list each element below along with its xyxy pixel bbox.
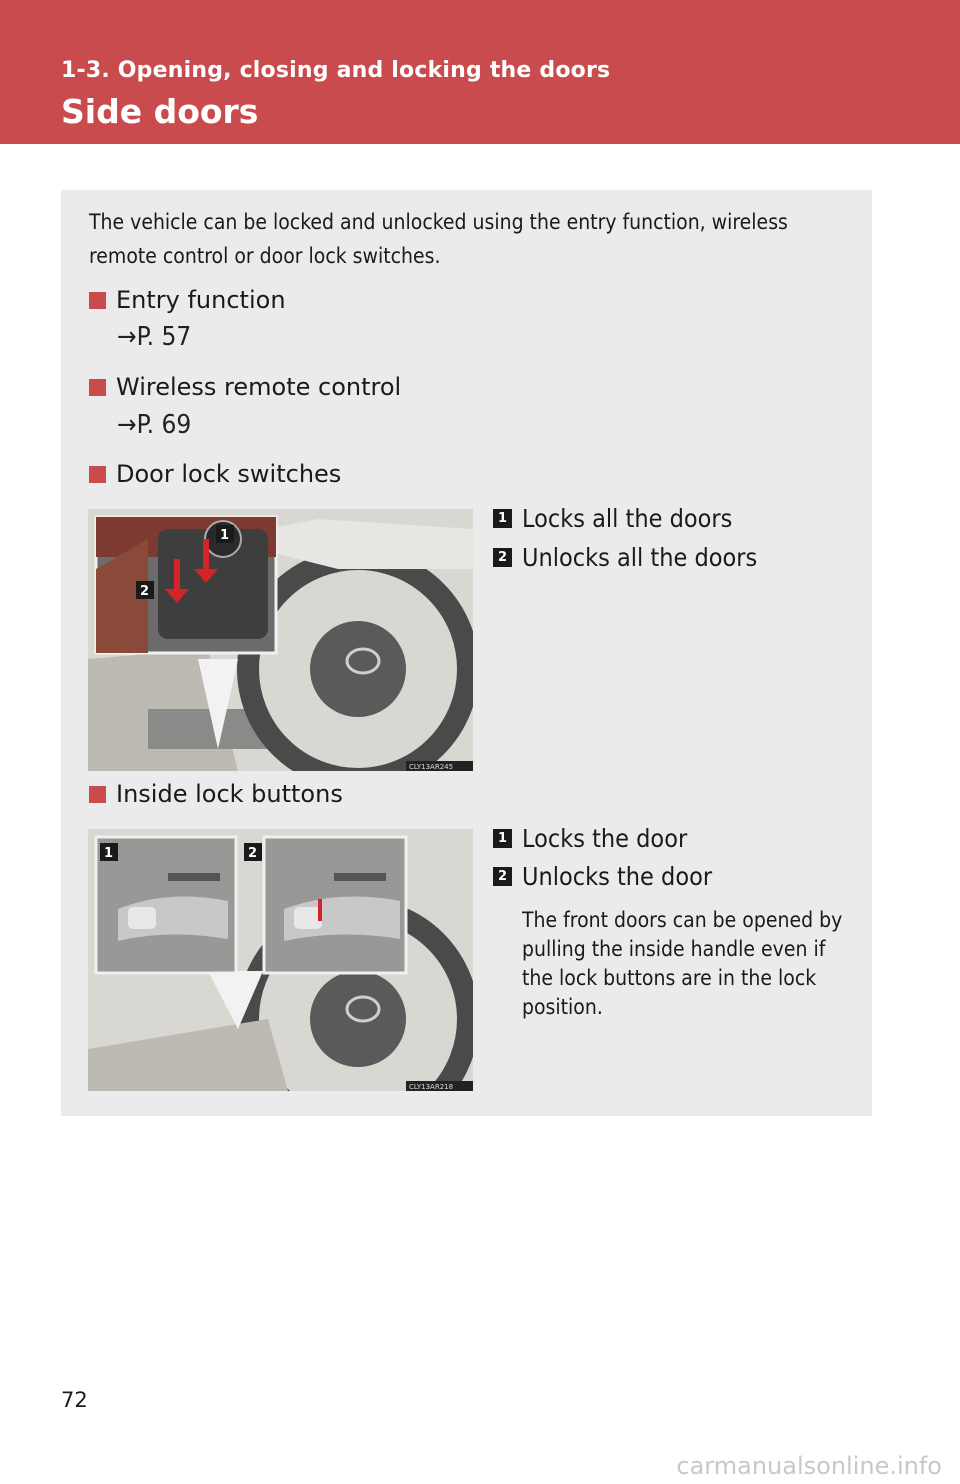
bullet-square-icon [89, 465, 106, 483]
note-text: The front doors can be opened by pulling… [522, 908, 843, 1019]
image-code: CLY13AR245 [409, 763, 453, 771]
bullet-square-icon [89, 785, 106, 803]
list-item: 2 Unlocks all the doors [493, 543, 757, 572]
page-ref-link[interactable]: →P. 69 [117, 410, 192, 440]
heading-wireless-remote: Wireless remote control [89, 373, 401, 401]
svg-text:2: 2 [248, 846, 257, 861]
section-label: 1-3. Opening, closing and locking the do… [61, 58, 611, 83]
chapter-header: 1-3. Opening, closing and locking the do… [0, 0, 960, 144]
svg-text:1: 1 [104, 846, 113, 861]
number-badge: 1 [493, 509, 512, 528]
page-number: 72 [61, 1388, 88, 1412]
number-badge: 2 [493, 867, 512, 886]
door-lock-switch-illustration: 1 2 CLY13AR245 [88, 509, 473, 771]
list-item: 1 Locks all the doors [493, 504, 732, 533]
svg-text:1: 1 [220, 528, 229, 543]
content-panel: The vehicle can be locked and unlocked u… [61, 190, 872, 1116]
intro-text: The vehicle can be locked and unlocked u… [89, 210, 788, 268]
heading-door-lock-switches: Door lock switches [89, 460, 341, 488]
watermark: carmanualsonline.info [676, 1452, 942, 1480]
page-ref-link[interactable]: →P. 57 [117, 322, 192, 352]
number-badge: 1 [493, 829, 512, 848]
number-badge: 2 [493, 548, 512, 567]
heading-inside-lock-buttons: Inside lock buttons [89, 780, 343, 808]
page-title: Side doors [61, 92, 259, 131]
inside-lock-button-illustration: 1 2 CLY13AR218 [88, 829, 473, 1091]
bullet-square-icon [89, 378, 106, 396]
bullet-square-icon [89, 291, 106, 309]
list-item: 1 Locks the door [493, 824, 687, 853]
svg-text:2: 2 [140, 584, 149, 599]
image-code: CLY13AR218 [409, 1083, 453, 1091]
list-item: 2 Unlocks the door [493, 862, 712, 891]
heading-entry-function: Entry function [89, 286, 286, 314]
